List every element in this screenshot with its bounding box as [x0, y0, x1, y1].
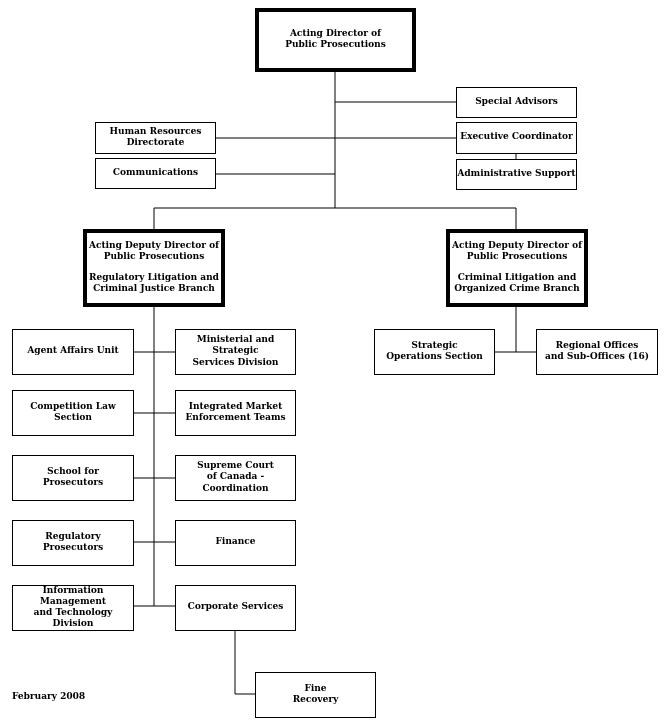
supreme-court-box: Supreme Court of Canada - Coordination: [175, 455, 296, 501]
agent-affairs-box: Agent Affairs Unit: [12, 329, 134, 375]
fine-recovery-line1: Fine: [304, 683, 327, 694]
deputy-right-line3: Criminal Litigation and: [457, 273, 577, 283]
unit-label: and Technology Division: [33, 608, 113, 630]
communications-label: Communications: [112, 167, 199, 178]
unit-label: Prosecutors: [42, 543, 104, 553]
director-title-line1: Acting Director of: [289, 28, 382, 39]
unit-label: Prosecutors: [42, 478, 104, 488]
strategic-operations-box: Strategic Operations Section: [374, 329, 495, 375]
fine-recovery-line2: Recovery: [292, 695, 339, 705]
deputy-right-line2: Public Prosecutions: [466, 251, 568, 262]
communications-box: Communications: [95, 158, 216, 189]
fine-recovery-box: Fine Recovery: [255, 672, 376, 718]
executive-coordinator-label: Executive Coordinator: [460, 132, 573, 143]
unit-label: Corporate Services: [187, 602, 284, 613]
strategic-operations-line1: Strategic: [411, 340, 458, 351]
deputy-left-line1: Acting Deputy Director of: [89, 240, 219, 251]
ministerial-strategic-box: Ministerial and Strategic Services Divis…: [175, 329, 296, 375]
regional-offices-line1: Regional Offices: [555, 340, 639, 351]
unit-label: School for: [47, 466, 99, 477]
director-title-line2: Public Prosecutions: [285, 40, 386, 50]
human-resources-box: Human Resources Directorate: [95, 122, 216, 154]
special-advisors-label: Special Advisors: [475, 96, 558, 107]
administrative-support-box: Administrative Support: [456, 159, 577, 190]
deputy-left-box: Acting Deputy Director of Public Prosecu…: [83, 229, 225, 307]
unit-label: Regulatory: [45, 531, 101, 542]
unit-label: Supreme Court: [197, 461, 274, 472]
human-resources-line1: Human Resources: [109, 126, 202, 137]
deputy-left-line2: Public Prosecutions: [103, 251, 205, 262]
corporate-services-box: Corporate Services: [175, 585, 296, 631]
unit-label: of Canada - Coordination: [202, 472, 269, 494]
deputy-right-line1: Acting Deputy Director of: [452, 240, 582, 251]
deputy-left-line3: Regulatory Litigation and: [89, 273, 219, 283]
administrative-support-label: Administrative Support: [457, 168, 576, 179]
unit-label: Ministerial and Strategic: [196, 335, 275, 357]
strategic-operations-line2: Operations Section: [386, 352, 483, 362]
unit-label: Agent Affairs Unit: [27, 346, 119, 357]
director-box: Acting Director of Public Prosecutions: [255, 8, 416, 72]
unit-label: Finance: [215, 537, 256, 548]
deputy-right-line4: Organized Crime Branch: [454, 284, 580, 295]
deputy-left-line4: Criminal Justice Branch: [93, 284, 215, 295]
special-advisors-box: Special Advisors: [456, 87, 577, 118]
regulatory-prosecutors-box: Regulatory Prosecutors: [12, 520, 134, 566]
unit-label: Competition Law: [30, 401, 116, 412]
unit-label: Integrated Market: [188, 401, 283, 412]
unit-label: Information Management: [39, 585, 107, 607]
finance-box: Finance: [175, 520, 296, 566]
regional-offices-line2: and Sub-Offices (16): [545, 352, 649, 362]
executive-coordinator-box: Executive Coordinator: [456, 122, 577, 154]
unit-label: Section: [54, 413, 92, 423]
information-management-box: Information Management and Technology Di…: [12, 585, 134, 631]
human-resources-line2: Directorate: [126, 138, 185, 148]
regional-offices-box: Regional Offices and Sub-Offices (16): [536, 329, 658, 375]
footer-date: February 2008: [12, 692, 86, 702]
school-for-prosecutors-box: School for Prosecutors: [12, 455, 134, 501]
unit-label: Enforcement Teams: [185, 413, 286, 423]
deputy-right-box: Acting Deputy Director of Public Prosecu…: [446, 229, 588, 307]
unit-label: Services Division: [192, 357, 279, 368]
competition-law-box: Competition Law Section: [12, 390, 134, 436]
integrated-market-box: Integrated Market Enforcement Teams: [175, 390, 296, 436]
